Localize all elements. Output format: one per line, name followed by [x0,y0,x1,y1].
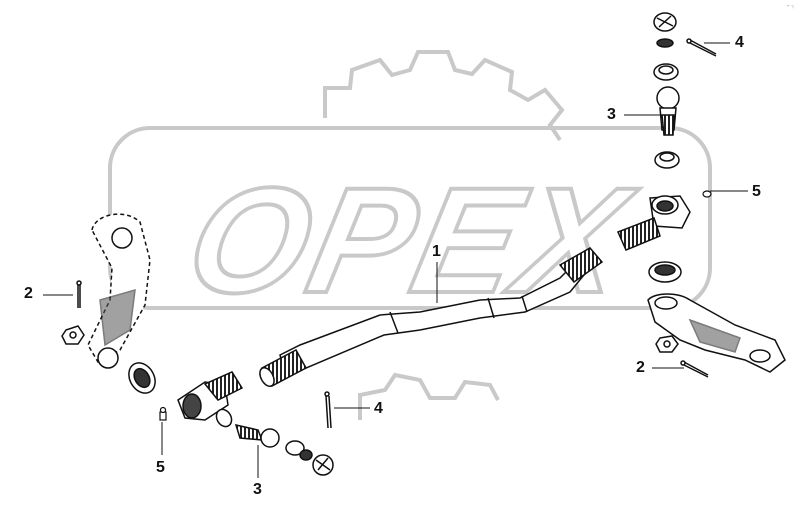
left-nut [61,325,85,345]
left-steering-arm [87,213,151,369]
left-grease-nipple [159,406,167,421]
right-nut [655,335,679,353]
corner-mark: ⌐ ┐ [787,3,795,9]
watermark-text: OPEX [175,158,647,325]
callout-2-right: 2 [636,359,645,376]
tie-rod [259,247,604,388]
callout-5-left: 5 [156,459,165,476]
right-steering-arm [647,293,786,373]
callout-4-center: 4 [374,400,383,417]
callout-3-left: 3 [253,481,262,498]
right-dust-boot [648,261,682,283]
right-cap [653,12,677,48]
leader-lines [43,42,748,478]
right-ball-pin [656,86,680,136]
right-tie-rod-end [616,195,691,251]
right-cotter-pin-bottom [680,360,709,378]
watermark-gear [323,50,565,142]
right-cotter-pin-top [686,38,717,57]
right-grease-nipple [702,190,712,198]
callout-1: 1 [432,243,441,260]
callout-5-right: 5 [752,183,761,200]
callout-4-top: 4 [735,34,744,51]
right-seat-ring [653,63,679,81]
callout-3-right: 3 [607,106,616,123]
right-bushing [654,151,680,169]
left-cotter-pin [76,280,82,308]
center-cotter-pin [324,391,332,429]
left-tie-rod-end [177,371,244,421]
left-dust-boot [128,362,156,394]
left-ball-pin [215,408,334,476]
callout-2-left: 2 [24,285,33,302]
watermark-logo: OPEX [108,50,712,420]
